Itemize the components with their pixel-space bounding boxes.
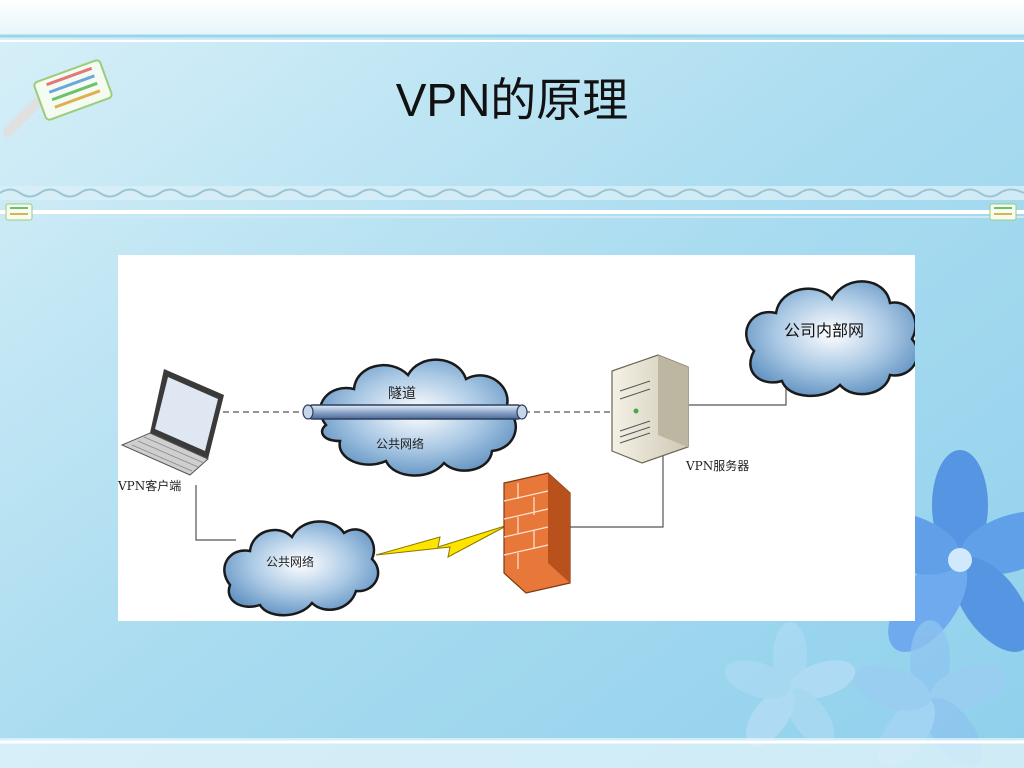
tunnel-label: 隧道 (388, 386, 416, 402)
firewall-icon (503, 472, 571, 594)
server-icon (611, 354, 689, 464)
firewall-to-server-line (570, 455, 664, 528)
flower-decoration (724, 450, 1024, 767)
laptop-icon (120, 369, 224, 476)
public-network-label-bottom: 公共网络 (266, 554, 314, 569)
tunnel-pipe (302, 404, 528, 420)
public-network-cloud-bottom (223, 520, 380, 617)
intranet-label: 公司内部网 (784, 321, 864, 340)
small-plug-left-icon (5, 203, 33, 221)
lightning-bolt-icon (375, 524, 509, 558)
vpn-diagram: VPN客户端 隧道 公共网络 公共网络 (117, 280, 919, 617)
slide-title: VPN的原理 (395, 74, 629, 126)
diagram-panel: VPN客户端 隧道 公共网络 公共网络 (117, 255, 919, 621)
small-plug-right-icon (989, 203, 1017, 221)
network-plug-icon (3, 59, 113, 137)
intranet-cloud (745, 280, 919, 398)
decorative-band (0, 186, 1024, 218)
client-to-public-net-line (195, 485, 236, 541)
public-network-label-top: 公共网络 (376, 436, 424, 451)
server-label: VPN服务器 (685, 458, 749, 473)
client-label: VPN客户端 (118, 478, 181, 493)
connection-lines (195, 377, 787, 541)
